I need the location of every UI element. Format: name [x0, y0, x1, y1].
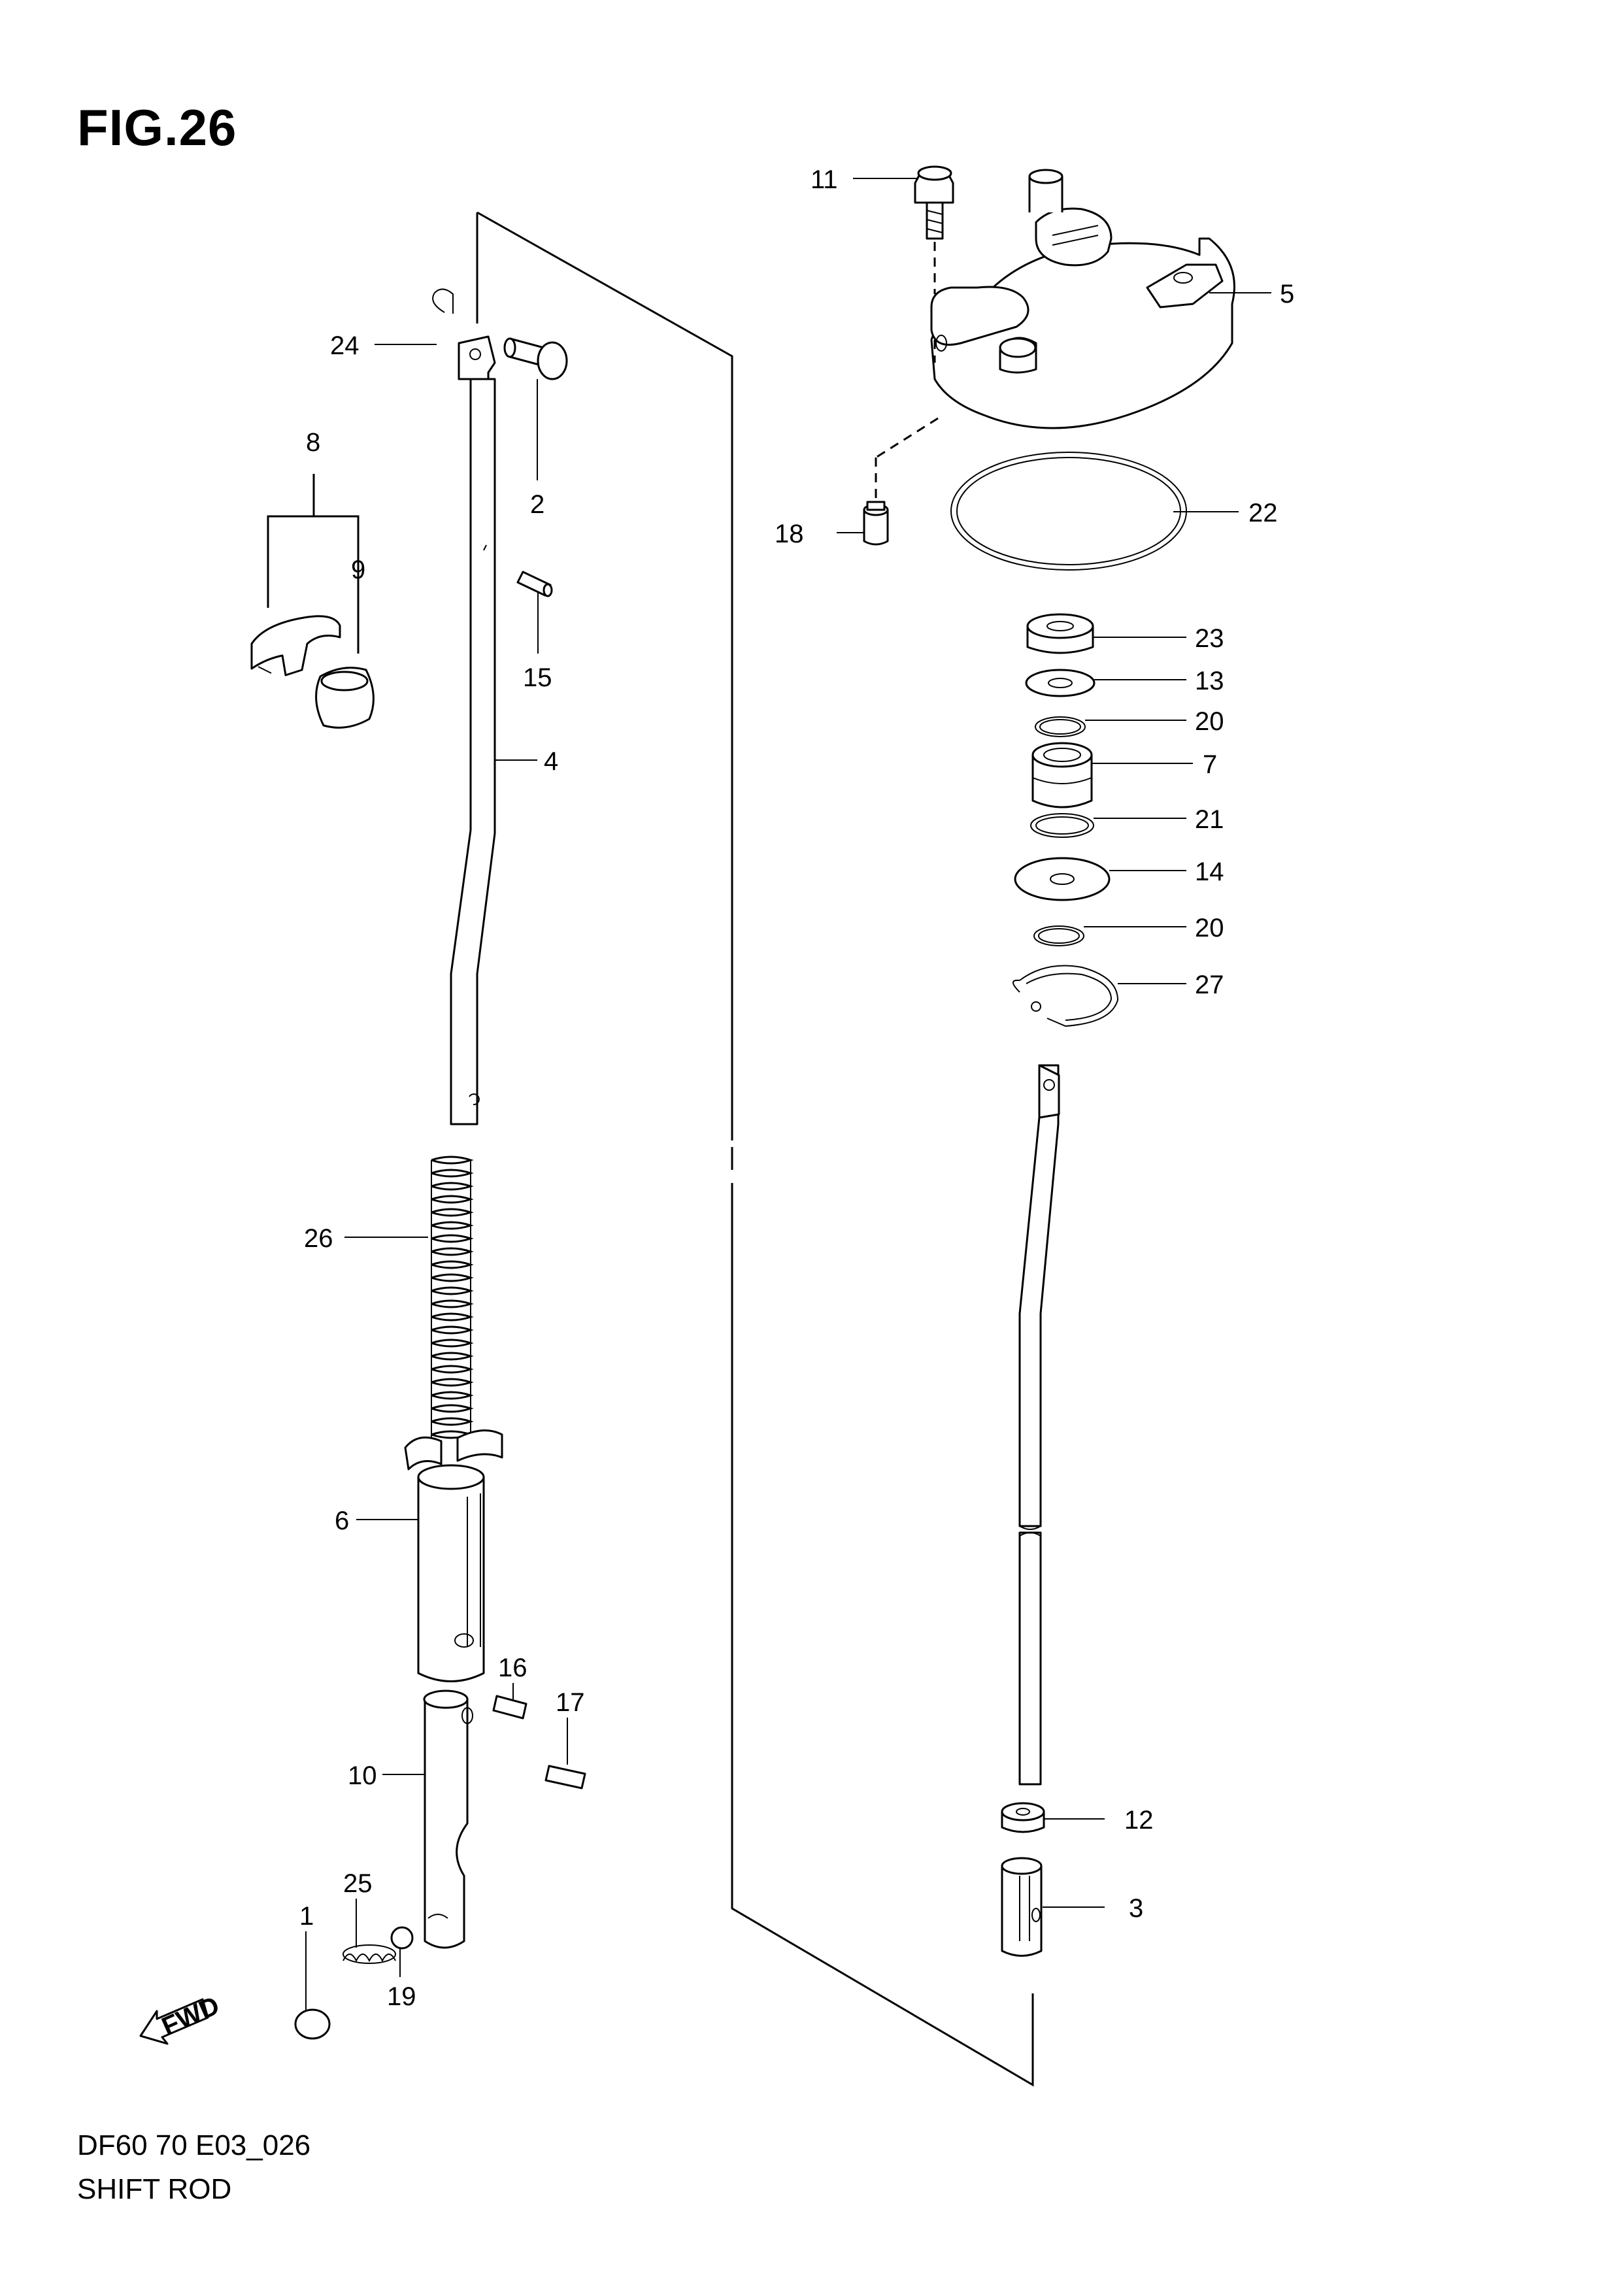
fwd-arrow-icon: FWD	[139, 1991, 224, 2045]
part-4-upper-shift-rod[interactable]	[450, 335, 496, 1125]
part-6-sleeve[interactable]	[404, 1429, 503, 1682]
part-19-ball[interactable]	[390, 1926, 414, 1950]
fwd-label: FWD	[158, 1991, 224, 2041]
callout-13: 13	[1195, 667, 1224, 695]
part-14-washer[interactable]	[1014, 857, 1111, 901]
part-2-clevis-pin[interactable]	[503, 337, 568, 380]
callout-25: 25	[343, 1869, 373, 1898]
part-23-bushing[interactable]	[1026, 613, 1094, 654]
part-27-circlip[interactable]	[1012, 965, 1119, 1027]
callout-26: 26	[304, 1224, 333, 1253]
callout-23: 23	[1195, 624, 1224, 653]
callout-18: 18	[775, 520, 804, 548]
part-21-o-ring[interactable]	[1030, 813, 1094, 838]
part-22-o-ring[interactable]	[950, 452, 1187, 571]
callout-8: 8	[306, 428, 320, 457]
callout-12: 12	[1124, 1806, 1154, 1835]
callout-11: 11	[811, 165, 838, 194]
callout-3: 3	[1129, 1894, 1143, 1923]
callout-24: 24	[330, 331, 360, 360]
callout-20-upper: 20	[1195, 707, 1224, 736]
diagram-code: DF60 70 E03_026	[77, 2129, 311, 2161]
part-1-plug[interactable]	[294, 2008, 331, 2040]
callout-9: 9	[351, 556, 365, 584]
callout-14: 14	[1195, 857, 1224, 886]
part-11-bolt[interactable]	[914, 165, 954, 294]
diagram-name: SHIFT ROD	[77, 2173, 232, 2205]
part-15-pin[interactable]	[516, 571, 553, 597]
part-17-pin[interactable]	[544, 1765, 586, 1789]
callout-21: 21	[1195, 805, 1224, 834]
callout-20-lower: 20	[1195, 914, 1224, 942]
callout-1: 1	[299, 1902, 314, 1931]
callout-5: 5	[1280, 280, 1294, 308]
assembly-bracket-outline	[476, 211, 1034, 2087]
callout-labels: 11 5 24 8 2 22 18 9 23 15 13 20 4 7 21 1…	[299, 165, 1294, 2011]
part-5-shift-cover[interactable]	[930, 169, 1235, 429]
callout-19: 19	[387, 1982, 416, 2011]
bracket-8-9	[267, 474, 360, 654]
figure-title: FIG.26	[77, 99, 237, 156]
part-18-bolt[interactable]	[863, 417, 939, 546]
part-16-pin[interactable]	[492, 1695, 527, 1720]
part-7-oil-seal[interactable]	[1031, 742, 1093, 808]
part-10-shift-shaft[interactable]	[423, 1689, 473, 1949]
part-26-spring[interactable]	[431, 1156, 474, 1448]
part-8-collar[interactable]	[315, 667, 375, 729]
part-20-o-ring-lower[interactable]	[1033, 925, 1084, 946]
part-9-clip[interactable]	[250, 615, 341, 676]
part-24-clip[interactable]	[432, 288, 454, 314]
callout-7: 7	[1203, 750, 1217, 779]
callout-17: 17	[556, 1688, 585, 1717]
lower-shift-rod[interactable]	[1018, 1064, 1060, 1786]
part-3-sleeve[interactable]	[1001, 1857, 1043, 1957]
callout-10: 10	[348, 1761, 377, 1790]
callout-6: 6	[335, 1506, 349, 1535]
part-20-o-ring-upper[interactable]	[1035, 716, 1086, 737]
part-25-spring[interactable]	[343, 1944, 396, 1964]
callout-27: 27	[1195, 971, 1224, 999]
part-12-nut[interactable]	[1001, 1802, 1045, 1833]
part-13-washer[interactable]	[1025, 669, 1096, 697]
callout-22: 22	[1248, 499, 1278, 527]
callout-16: 16	[498, 1654, 527, 1682]
leader-lines	[305, 178, 1271, 2010]
callout-2: 2	[530, 490, 544, 519]
callout-4: 4	[544, 747, 558, 776]
callout-15: 15	[523, 663, 552, 692]
